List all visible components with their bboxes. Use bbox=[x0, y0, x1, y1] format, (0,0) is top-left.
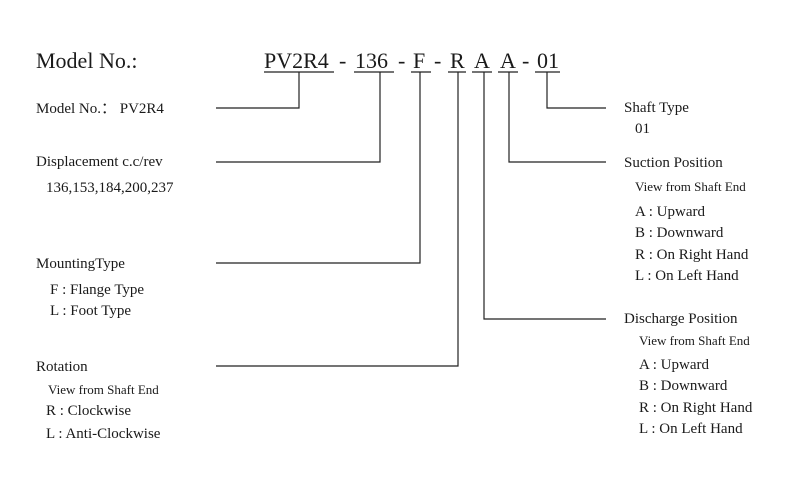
connector-shaft bbox=[546, 72, 606, 109]
mounting-option-l: L : Foot Type bbox=[50, 303, 132, 319]
connector-discharge bbox=[483, 72, 606, 320]
connector-rotation bbox=[216, 72, 459, 367]
mounting-option-f: F : Flange Type bbox=[50, 282, 145, 298]
code-pv2r4: PV2R4 bbox=[264, 48, 329, 73]
suction-option-l: L : On Left Hand bbox=[635, 268, 739, 284]
model-no-heading: Model No.: bbox=[36, 48, 138, 73]
code-sep-2: - bbox=[398, 48, 406, 73]
code-discharge: A bbox=[474, 48, 490, 73]
suction-option-r: R : On Right Hand bbox=[635, 247, 749, 263]
discharge-subtitle: View from Shaft End bbox=[639, 333, 750, 348]
code-suction: A bbox=[500, 48, 516, 73]
connector-suction bbox=[508, 72, 606, 163]
code-displacement: 136 bbox=[355, 48, 388, 73]
connector-mounting bbox=[216, 72, 421, 264]
connector-displacement bbox=[216, 72, 381, 163]
discharge-option-a: A : Upward bbox=[639, 357, 709, 373]
discharge-option-b: B : Downward bbox=[639, 378, 728, 394]
suction-subtitle: View from Shaft End bbox=[635, 179, 746, 194]
displacement-values: 136,153,184,200,237 bbox=[46, 180, 174, 196]
displacement-title: Displacement c.c/rev bbox=[36, 154, 163, 170]
model-no-label: Model No.： PV2R4 bbox=[36, 101, 164, 117]
shaft-value: 01 bbox=[635, 121, 650, 137]
suction-option-a: A : Upward bbox=[635, 204, 705, 220]
code-sep-4: - bbox=[522, 48, 530, 73]
discharge-title: Discharge Position bbox=[624, 311, 738, 327]
rotation-title: Rotation bbox=[36, 359, 88, 375]
code-sep-3: - bbox=[434, 48, 442, 73]
code-shaft: 01 bbox=[537, 48, 559, 73]
code-rotation: R bbox=[450, 48, 465, 73]
rotation-option-l: L : Anti-Clockwise bbox=[46, 426, 161, 442]
rotation-subtitle: View from Shaft End bbox=[48, 382, 159, 397]
code-sep-1: - bbox=[339, 48, 347, 73]
code-mounting: F bbox=[413, 48, 426, 73]
connector-model bbox=[216, 72, 300, 109]
discharge-option-r: R : On Right Hand bbox=[639, 400, 753, 416]
suction-title: Suction Position bbox=[624, 155, 723, 171]
discharge-option-l: L : On Left Hand bbox=[639, 421, 743, 437]
rotation-option-r: R : Clockwise bbox=[46, 403, 131, 419]
shaft-title: Shaft Type bbox=[624, 100, 689, 116]
suction-option-b: B : Downward bbox=[635, 225, 724, 241]
mounting-title: MountingType bbox=[36, 256, 125, 272]
